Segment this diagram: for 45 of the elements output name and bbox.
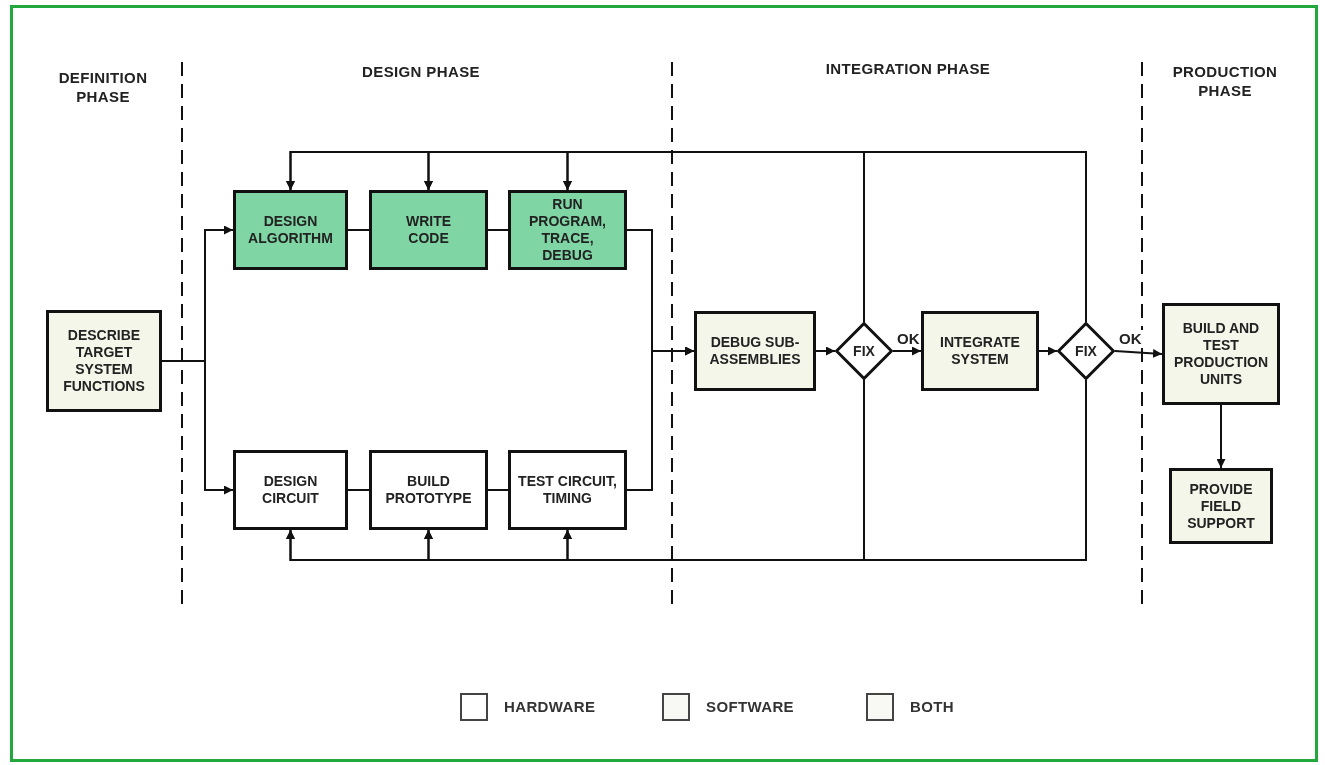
box-text: BUILD PROTOTYPE: [384, 473, 473, 507]
process-box: [233, 450, 348, 530]
process-box: [1169, 468, 1273, 544]
process-box: [46, 310, 162, 412]
legend-text: SOFTWARE: [706, 696, 794, 717]
box-text: DESIGN CIRCUIT: [261, 473, 320, 507]
box-text: DESCRIBE TARGET SYSTEM FUNCTIONS: [62, 327, 146, 395]
arrow: [815, 346, 836, 356]
phase-heading: DESIGN PHASE: [361, 62, 481, 81]
legend-text: HARDWARE: [504, 696, 596, 717]
process-box: [1162, 303, 1280, 405]
box-text: FIX: [1075, 342, 1097, 360]
arrow: [892, 346, 922, 356]
phase-heading: PRODUCTION PHASE: [1171, 62, 1279, 100]
box-text: INTEGRATE SYSTEM: [939, 334, 1021, 368]
arrow: [1038, 346, 1058, 356]
phase-heading: DEFINITION PHASE: [57, 68, 149, 106]
arrow: [626, 346, 695, 491]
process-box: [508, 450, 627, 530]
box-text: PROVIDE FIELD SUPPORT: [1186, 480, 1256, 532]
process-box: [921, 311, 1039, 391]
box-text: TEST CIRCUIT, TIMING: [517, 473, 618, 507]
decision-diamond: [1057, 322, 1115, 380]
arrow: [161, 360, 234, 495]
phase-heading: INTEGRATION PHASE: [824, 59, 992, 78]
process-box: [369, 190, 488, 270]
process-box: [508, 190, 627, 270]
arrow: [1216, 404, 1226, 469]
connector-line: [487, 229, 509, 231]
connector-line: [347, 489, 370, 491]
connector-line: [347, 229, 370, 231]
box-text: DEBUG SUB-ASSEMBLIES: [708, 334, 802, 368]
process-box: [694, 311, 816, 391]
box-text: RUN PROGRAM, TRACE, DEBUG: [528, 196, 607, 264]
legend-text: BOTH: [910, 696, 954, 717]
connector-line: [487, 489, 509, 491]
box-text: DESIGN ALGORITHM: [247, 213, 334, 247]
process-box: [233, 190, 348, 270]
box-text: WRITE CODE: [404, 213, 453, 247]
process-box: [369, 450, 488, 530]
box-text: FIX: [853, 342, 875, 360]
edge-label: OK: [1118, 330, 1143, 347]
arrow: [1114, 348, 1163, 358]
decision-diamond: [835, 322, 893, 380]
box-text: BUILD AND TEST PRODUCTION UNITS: [1172, 320, 1270, 388]
